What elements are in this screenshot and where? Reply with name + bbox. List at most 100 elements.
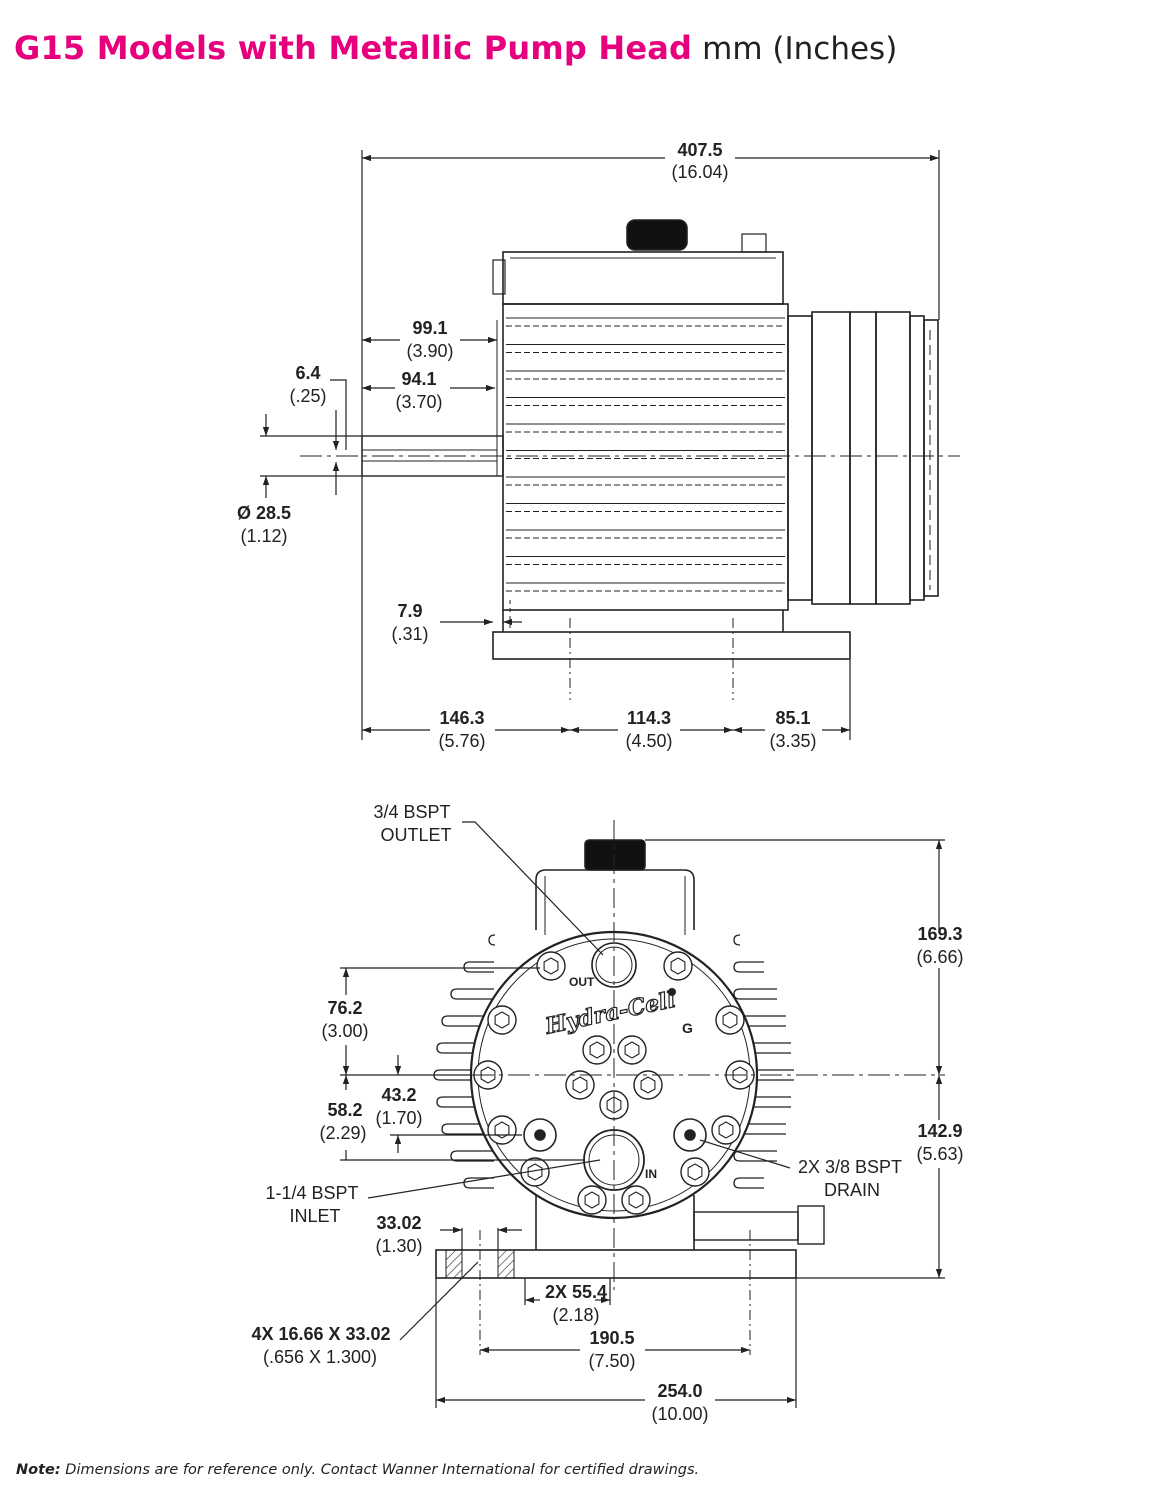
model-mark: G xyxy=(682,1020,693,1036)
motor-top-housing xyxy=(502,251,784,305)
title-main: G15 Models with Metallic Pump Head xyxy=(14,29,693,67)
outlet-label-2: OUTLET xyxy=(380,825,451,845)
drain-port-left xyxy=(523,1118,557,1152)
dim-76-in: (3.00) xyxy=(321,1021,368,1041)
bolt xyxy=(711,1115,741,1145)
bolt-hex xyxy=(687,1163,703,1181)
base-offset-mm: 7.9 xyxy=(397,601,422,621)
pump-head-discs xyxy=(787,311,939,605)
key-length-mm: 94.1 xyxy=(401,369,436,389)
bolt xyxy=(520,1157,550,1187)
bolt-hex xyxy=(572,1076,588,1094)
dim-76-mm: 76.2 xyxy=(327,998,362,1018)
dim-55-in: (2.18) xyxy=(552,1305,599,1325)
bolt xyxy=(617,1035,647,1065)
side-view xyxy=(300,219,960,700)
bolt-hex xyxy=(670,957,686,975)
side-view-labels: 407.5 (16.04) 99.1 (3.90) 94.1 (3.70) 6.… xyxy=(237,140,817,751)
dim-c-in: (3.35) xyxy=(769,731,816,751)
key-length-in: (3.70) xyxy=(395,392,442,412)
outlet-port xyxy=(591,942,637,988)
front-fin xyxy=(733,1177,764,1189)
port-out-label: OUT xyxy=(569,975,595,989)
dim-58-in: (2.29) xyxy=(319,1123,366,1143)
base-plate xyxy=(492,631,851,660)
shaft-length-mm: 99.1 xyxy=(412,318,447,338)
dim-43-in: (1.70) xyxy=(375,1108,422,1128)
front-fin xyxy=(450,1150,494,1162)
front-base-plate xyxy=(435,1249,797,1279)
dim-a-mm: 146.3 xyxy=(439,708,484,728)
bolt-hex xyxy=(732,1066,748,1084)
key-width-mm: 6.4 xyxy=(295,363,320,383)
bolt-hex xyxy=(494,1121,510,1139)
bolt-hex xyxy=(722,1011,738,1029)
shaft-length-in: (3.90) xyxy=(406,341,453,361)
bolt xyxy=(680,1157,710,1187)
slot-spacing-mm: 33.02 xyxy=(376,1213,421,1233)
bolt xyxy=(715,1005,745,1035)
port-in-label: IN xyxy=(645,1167,657,1181)
bolt-hex xyxy=(527,1163,543,1181)
slot-spacing-in: (1.30) xyxy=(375,1236,422,1256)
slot-left xyxy=(445,1249,463,1279)
slot-size-mm: 4X 16.66 X 33.02 xyxy=(251,1324,390,1344)
front-fin xyxy=(463,961,494,973)
height-top-in: (6.66) xyxy=(916,947,963,967)
bolt xyxy=(536,951,566,981)
dim-254-in: (10.00) xyxy=(651,1404,708,1424)
bolt xyxy=(487,1115,517,1145)
overall-length-in: (16.04) xyxy=(671,162,728,182)
drain-port-right xyxy=(673,1118,707,1152)
top-knob-front xyxy=(584,839,646,871)
shaft-diameter-in: (1.12) xyxy=(240,526,287,546)
outlet-label-1: 3/4 BSPT xyxy=(373,802,450,822)
dim-a-in: (5.76) xyxy=(438,731,485,751)
height-bottom-mm: 142.9 xyxy=(917,1121,962,1141)
drain-label-2: DRAIN xyxy=(824,1180,880,1200)
front-view xyxy=(400,820,945,1355)
slot-size-in: (.656 X 1.300) xyxy=(263,1347,377,1367)
bolt xyxy=(582,1035,612,1065)
bolt-hex xyxy=(480,1066,496,1084)
slot-right xyxy=(497,1249,515,1279)
height-bottom-in: (5.63) xyxy=(916,1144,963,1164)
bolt xyxy=(621,1185,651,1215)
dim-58-mm: 58.2 xyxy=(327,1100,362,1120)
front-fin xyxy=(488,934,496,946)
bolt-hex xyxy=(628,1191,644,1209)
dim-b-mm: 114.3 xyxy=(627,708,671,728)
bolt-hex xyxy=(624,1041,640,1059)
dim-b-in: (4.50) xyxy=(625,731,672,751)
bolt-hex xyxy=(718,1121,734,1139)
bolt xyxy=(565,1070,595,1100)
bolt-hex xyxy=(606,1096,622,1114)
shaft-diameter-mm: Ø 28.5 xyxy=(237,503,291,523)
bolt xyxy=(577,1185,607,1215)
dim-55-mm: 2X 55.4 xyxy=(545,1282,607,1302)
dim-c-mm: 85.1 xyxy=(775,708,810,728)
top-knob xyxy=(626,219,688,251)
front-fin xyxy=(733,934,741,946)
dim-254-mm: 254.0 xyxy=(657,1381,702,1401)
overall-length-mm: 407.5 xyxy=(677,140,722,160)
drain-label-1: 2X 3/8 BSPT xyxy=(798,1157,902,1177)
side-view-dimensions xyxy=(260,150,940,740)
key-width-in: (.25) xyxy=(289,386,326,406)
note-text: Dimensions are for reference only. Conta… xyxy=(65,1462,700,1478)
bolt-hex xyxy=(584,1191,600,1209)
front-fin xyxy=(733,961,764,973)
inlet-label-2: INLET xyxy=(289,1206,340,1226)
bolt-hex xyxy=(640,1076,656,1094)
note-label: Note: xyxy=(16,1462,61,1478)
front-fin xyxy=(733,988,777,1000)
title-unit: mm (Inches) xyxy=(702,31,898,67)
bolt-hex xyxy=(494,1011,510,1029)
base-offset-in: (.31) xyxy=(391,624,428,644)
dim-190-mm: 190.5 xyxy=(589,1328,634,1348)
bolt-hex xyxy=(543,957,559,975)
top-plug xyxy=(741,233,767,253)
